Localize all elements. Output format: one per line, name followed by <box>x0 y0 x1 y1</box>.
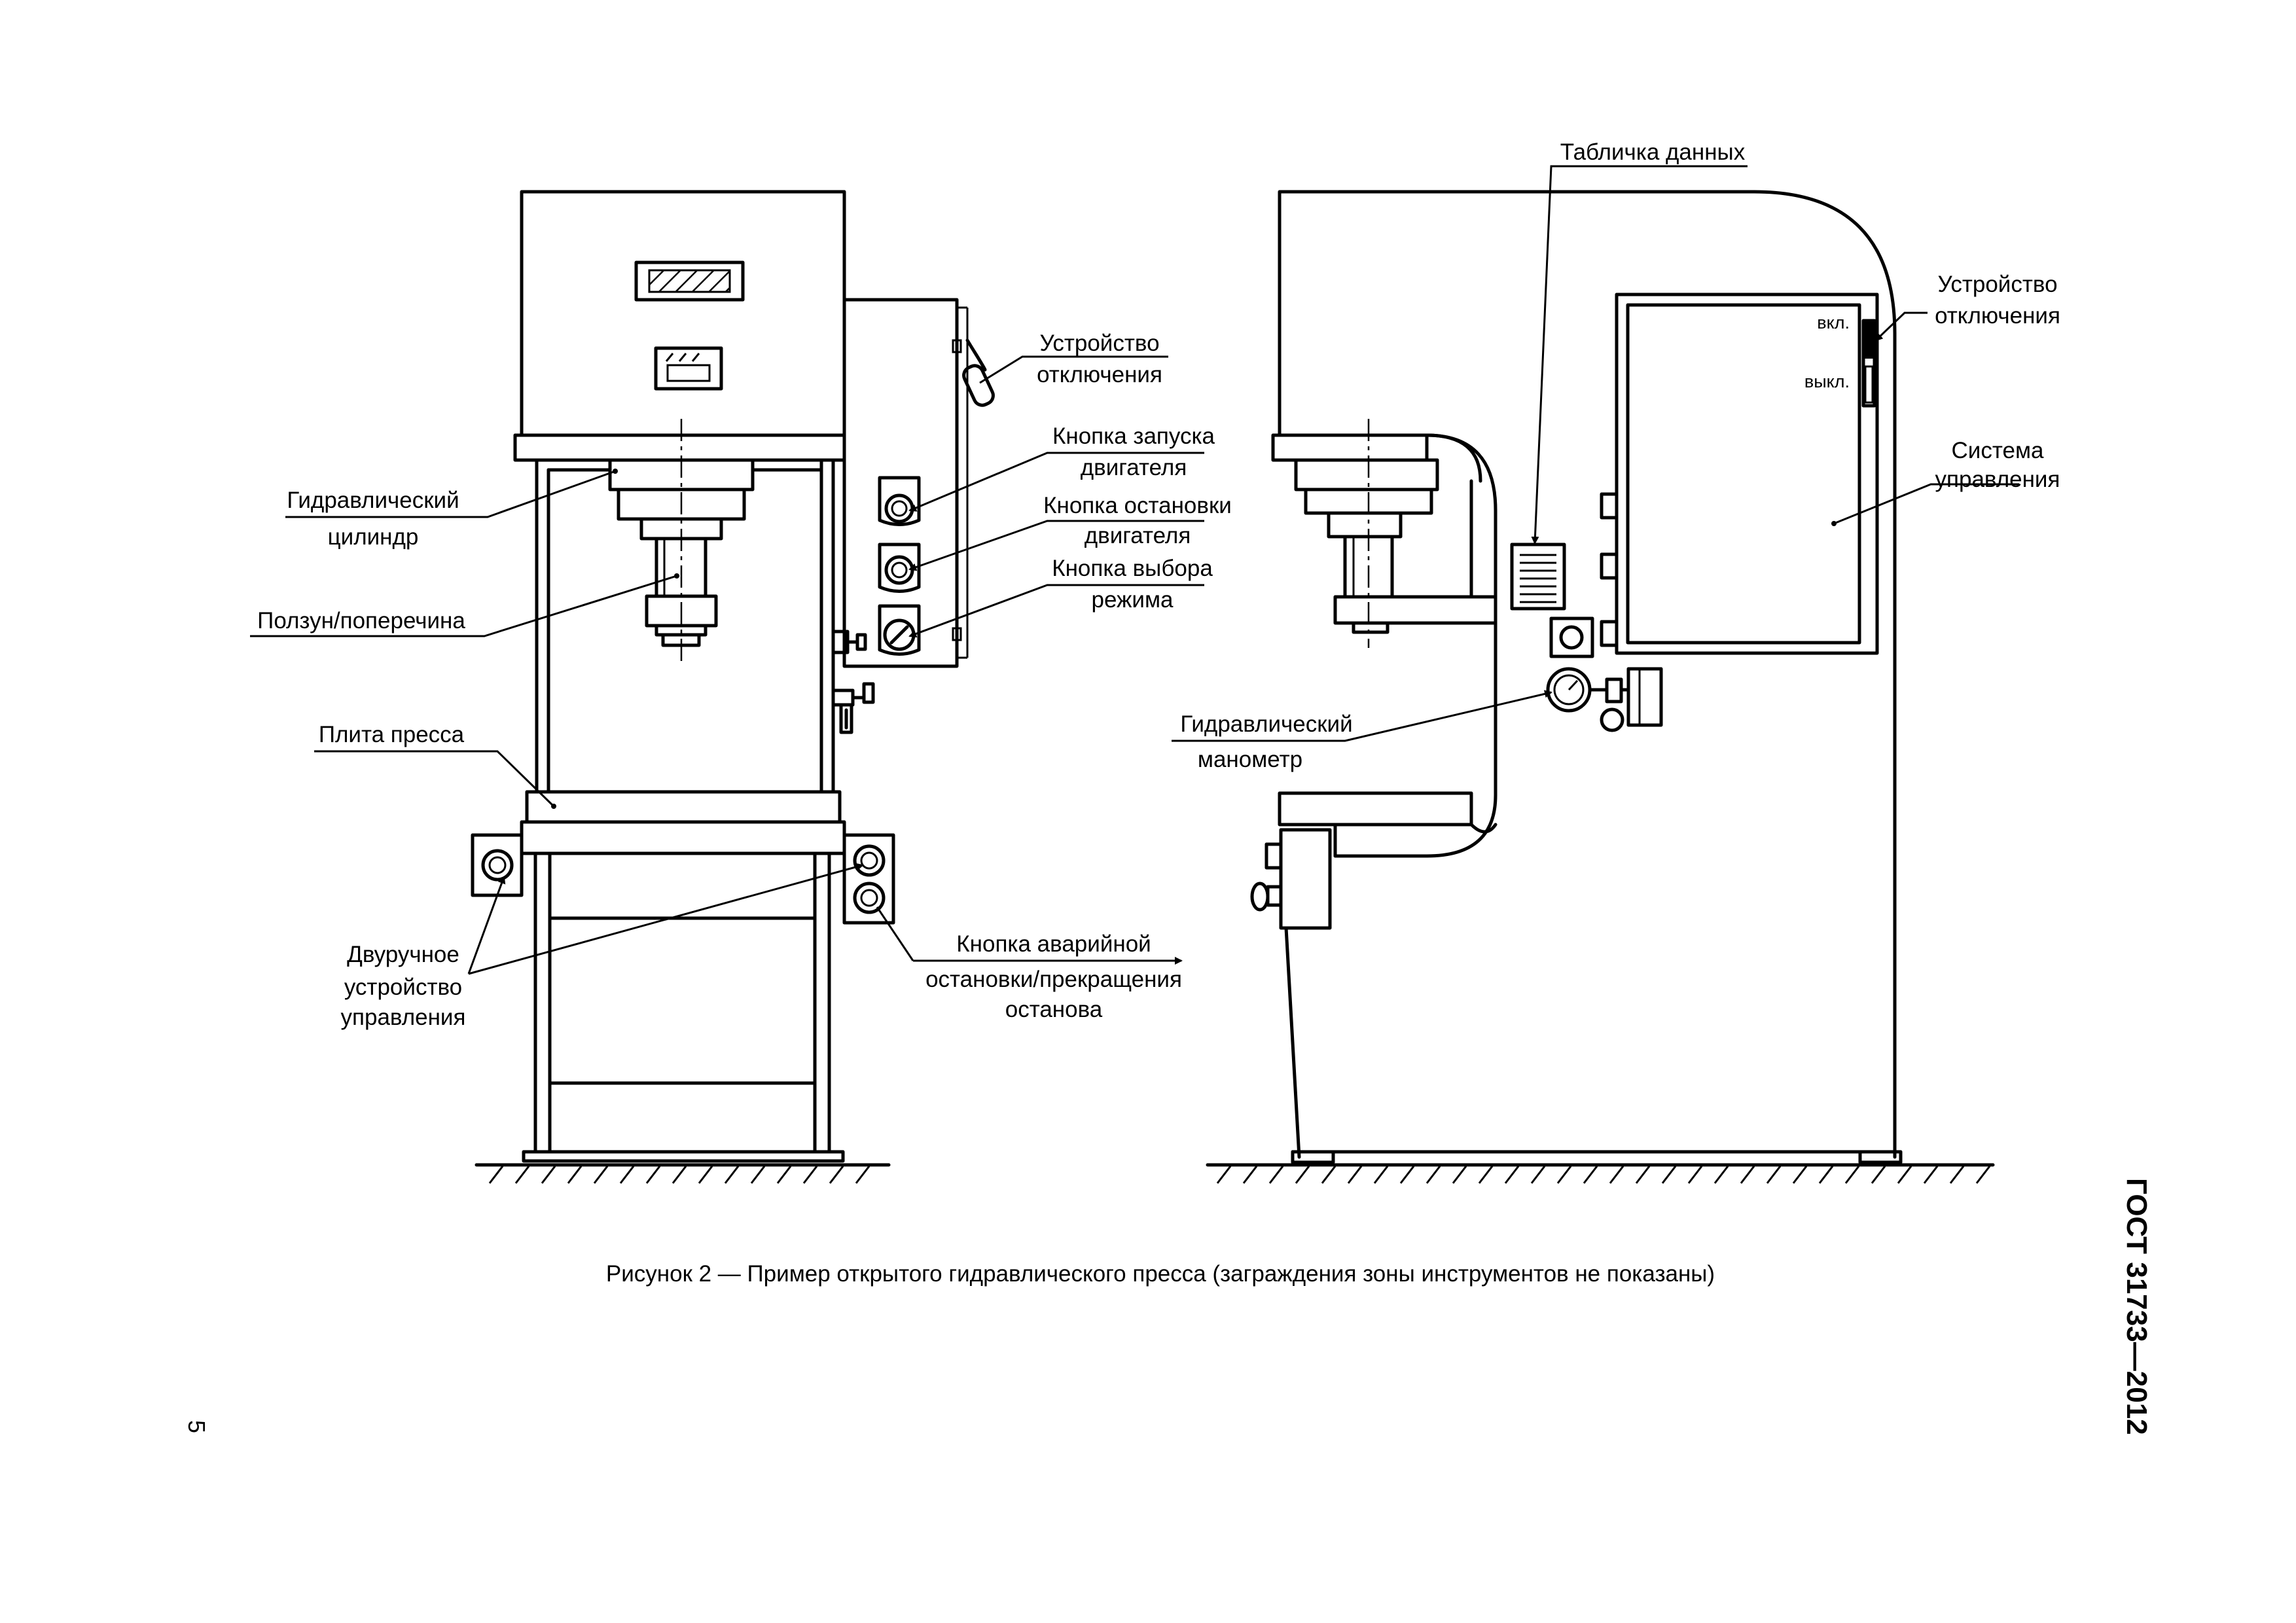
control-box <box>842 298 996 668</box>
pendant-control[interactable] <box>1250 828 1332 1159</box>
document-code: ГОСТ 31733—2012 <box>2121 1178 2153 1435</box>
label-hydraulic-gauge-1: Гидравлический <box>1180 711 1352 737</box>
front-leaders <box>250 355 1204 975</box>
hydraulic-gauge-icon <box>1546 667 1663 732</box>
valve-handles <box>831 630 875 734</box>
press-bed <box>525 790 842 824</box>
label-press-bed: Плита пресса <box>319 722 465 747</box>
label-motor-start-1: Кнопка запуска <box>1052 423 1215 449</box>
label-motor-stop-2: двигателя <box>1085 523 1191 548</box>
label-mode-select-1: Кнопка выбора <box>1052 556 1213 581</box>
label-motor-stop-1: Кнопка остановки <box>1043 493 1232 518</box>
side-view <box>1172 165 2019 1184</box>
label-slide-crossbar: Ползун/поперечина <box>257 608 465 633</box>
two-hand-control-left[interactable] <box>471 833 524 897</box>
page-number: 5 <box>183 1420 210 1433</box>
side-disconnect-switch[interactable] <box>1861 319 1876 408</box>
motor-stop-button[interactable] <box>878 543 921 593</box>
ground-front <box>475 1163 891 1184</box>
front-view <box>250 190 1204 1184</box>
label-emergency-2: остановки/прекращения <box>925 967 1182 992</box>
label-hydraulic-cylinder-2: цилиндр <box>328 524 419 550</box>
label-side-disconnect-1: Устройство <box>1937 272 2057 297</box>
side-button[interactable] <box>1549 616 1594 658</box>
label-data-plate: Табличка данных <box>1560 139 1746 165</box>
label-emergency-1: Кнопка аварийной <box>956 931 1151 957</box>
top-housing <box>520 190 846 437</box>
figure-caption: Рисунок 2 — Пример открытого гидравличес… <box>606 1261 1715 1287</box>
labels: Устройство отключения Кнопка запуска дви… <box>183 139 2153 1435</box>
data-plate <box>1510 543 1566 611</box>
label-motor-start-2: двигателя <box>1081 455 1187 480</box>
label-emergency-3: останова <box>1005 997 1103 1022</box>
label-hydraulic-gauge-2: манометр <box>1198 747 1302 772</box>
label-two-hand-3: управления <box>341 1005 466 1030</box>
control-cabinet <box>1600 293 1879 655</box>
slide-crossbar <box>645 537 718 647</box>
vent-grille <box>634 260 745 302</box>
label-switch-on: вкл. <box>1817 313 1850 332</box>
side-bed <box>1278 791 1473 827</box>
motor-start-button[interactable] <box>878 476 921 526</box>
disconnect-switch-icon[interactable] <box>961 338 996 408</box>
indicator-panel <box>654 346 723 391</box>
label-switch-off: выкл. <box>1804 372 1850 391</box>
bed-base <box>520 820 846 855</box>
label-side-disconnect-2: отключения <box>1935 303 2060 329</box>
side-leaders <box>1172 165 2019 742</box>
two-hand-control-right[interactable] <box>842 833 895 925</box>
upper-crossbeam <box>513 433 846 462</box>
ground-side <box>1206 1163 1995 1184</box>
side-frame <box>1278 190 1897 1159</box>
label-mode-select-2: режима <box>1091 587 1174 613</box>
label-control-system-2: управления <box>1935 467 2060 492</box>
stand <box>522 851 845 1163</box>
label-disconnect-device-1: Устройство <box>1039 330 1159 356</box>
label-two-hand-1: Двуручное <box>347 942 459 967</box>
label-disconnect-device-2: отключения <box>1037 362 1162 387</box>
mode-select-button[interactable] <box>878 604 921 656</box>
label-control-system-1: Система <box>1952 438 2044 463</box>
label-two-hand-2: устройство <box>344 974 462 1000</box>
label-hydraulic-cylinder-1: Гидравлический <box>287 488 459 513</box>
